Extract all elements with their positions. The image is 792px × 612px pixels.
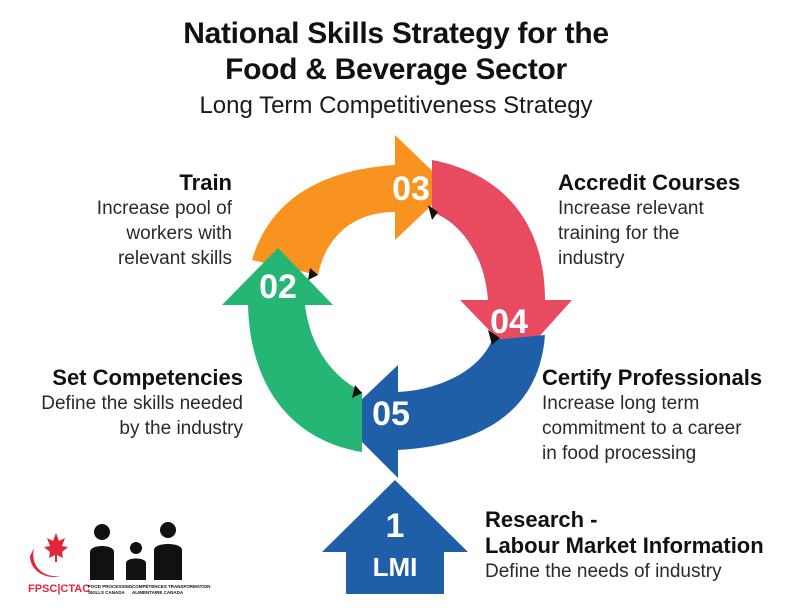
- step-number-05: 05: [372, 395, 410, 433]
- step-number-03: 03: [392, 170, 430, 208]
- step-description: Define the skills needed by the industry: [41, 393, 243, 439]
- logo-text-en-1: FOOD PROCESSING: [88, 584, 133, 589]
- logo-acronym: FPSC|CTAC: [28, 583, 90, 595]
- shadow-accent: [488, 330, 500, 345]
- step-description: Define the needs of industry: [485, 561, 722, 582]
- step-set-competencies: Set Competencies Define the skills neede…: [10, 365, 243, 441]
- cycle-arrow-04: [432, 160, 572, 360]
- title-line-2: Food & Beverage Sector: [225, 53, 567, 86]
- step-research-lmi: Research - Labour Market Information Def…: [485, 507, 785, 584]
- step-heading: Set Competencies: [52, 365, 243, 390]
- logo-text-en-2: SKILLS CANADA: [88, 590, 125, 595]
- step-heading-line-1: Research -: [485, 507, 598, 532]
- step-description: Increase relevant training for the indus…: [558, 198, 704, 269]
- cycle-arrow-05: [340, 335, 545, 478]
- logo-swoosh: [30, 548, 60, 578]
- lmi-arrow: [322, 480, 468, 594]
- step-accredit-courses: Accredit Courses Increase relevant train…: [558, 170, 778, 271]
- cycle-arrow-02: [222, 248, 362, 452]
- lmi-label: LMI: [373, 552, 418, 582]
- shadow-accent: [428, 205, 438, 220]
- shadow-accent: [308, 268, 318, 280]
- fpsc-logo: FPSC|CTAC FOOD PROCESSING SKILLS CANADA …: [28, 522, 210, 595]
- step-heading: Train: [179, 170, 232, 195]
- maple-leaf-icon: [44, 533, 68, 562]
- page-title: National Skills Strategy for the Food & …: [0, 16, 792, 88]
- step-number-04: 04: [490, 303, 528, 341]
- lmi-number: 1: [386, 507, 405, 545]
- step-train: Train Increase pool of workers with rele…: [40, 170, 232, 271]
- title-line-1: National Skills Strategy for the: [183, 17, 609, 50]
- cycle-arrow-03: [252, 135, 450, 275]
- page-subtitle: Long Term Competitiveness Strategy: [199, 92, 593, 119]
- step-heading: Accredit Courses: [558, 170, 741, 195]
- logo-text-fr-2: ALIMENTAIRE CANADA: [132, 590, 184, 595]
- logo-text-fr-1: COMPÉTENCES TRANSFORMATION: [132, 582, 210, 589]
- step-heading-line-2: Labour Market Information: [485, 533, 764, 558]
- step-description: Increase long term commitment to a caree…: [542, 393, 742, 464]
- shadow-accent: [352, 385, 362, 398]
- step-heading: Certify Professionals: [542, 365, 763, 390]
- step-certify-professionals: Certify Professionals Increase long term…: [542, 365, 782, 466]
- step-description: Increase pool of workers with relevant s…: [96, 198, 232, 269]
- people-silhouette-icon: [90, 522, 182, 580]
- step-number-02: 02: [259, 268, 297, 306]
